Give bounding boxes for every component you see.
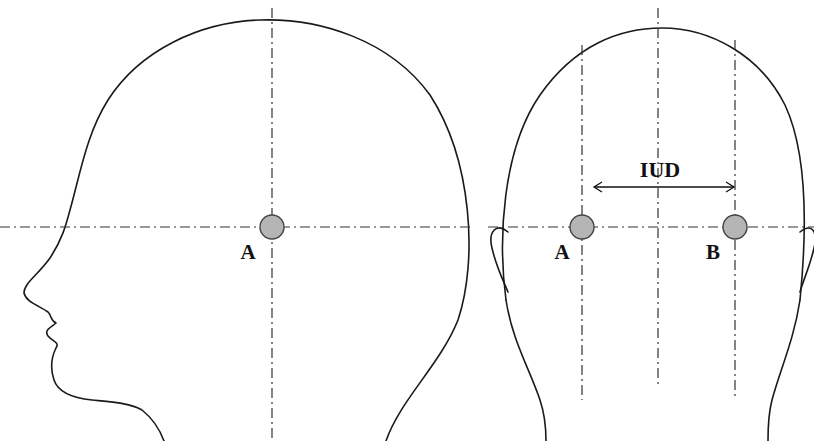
axis-line	[0, 226, 470, 227]
arrow-head	[726, 182, 734, 192]
ear-right	[800, 228, 814, 292]
ear-point	[260, 215, 284, 239]
ear-point	[723, 215, 747, 239]
axis-line	[488, 226, 814, 227]
ear-point	[570, 215, 594, 239]
head-profile	[24, 20, 469, 441]
point-label: A	[554, 242, 569, 263]
dimension-line	[594, 186, 734, 187]
axis-line	[657, 8, 658, 388]
point-label: A	[240, 242, 255, 263]
dimension-label: IUD	[640, 159, 680, 181]
head-back	[503, 28, 805, 300]
ear-left	[491, 228, 508, 292]
neck-left	[506, 300, 546, 441]
point-label: B	[706, 242, 720, 263]
neck-right	[768, 300, 800, 441]
arrow-head	[594, 182, 602, 192]
